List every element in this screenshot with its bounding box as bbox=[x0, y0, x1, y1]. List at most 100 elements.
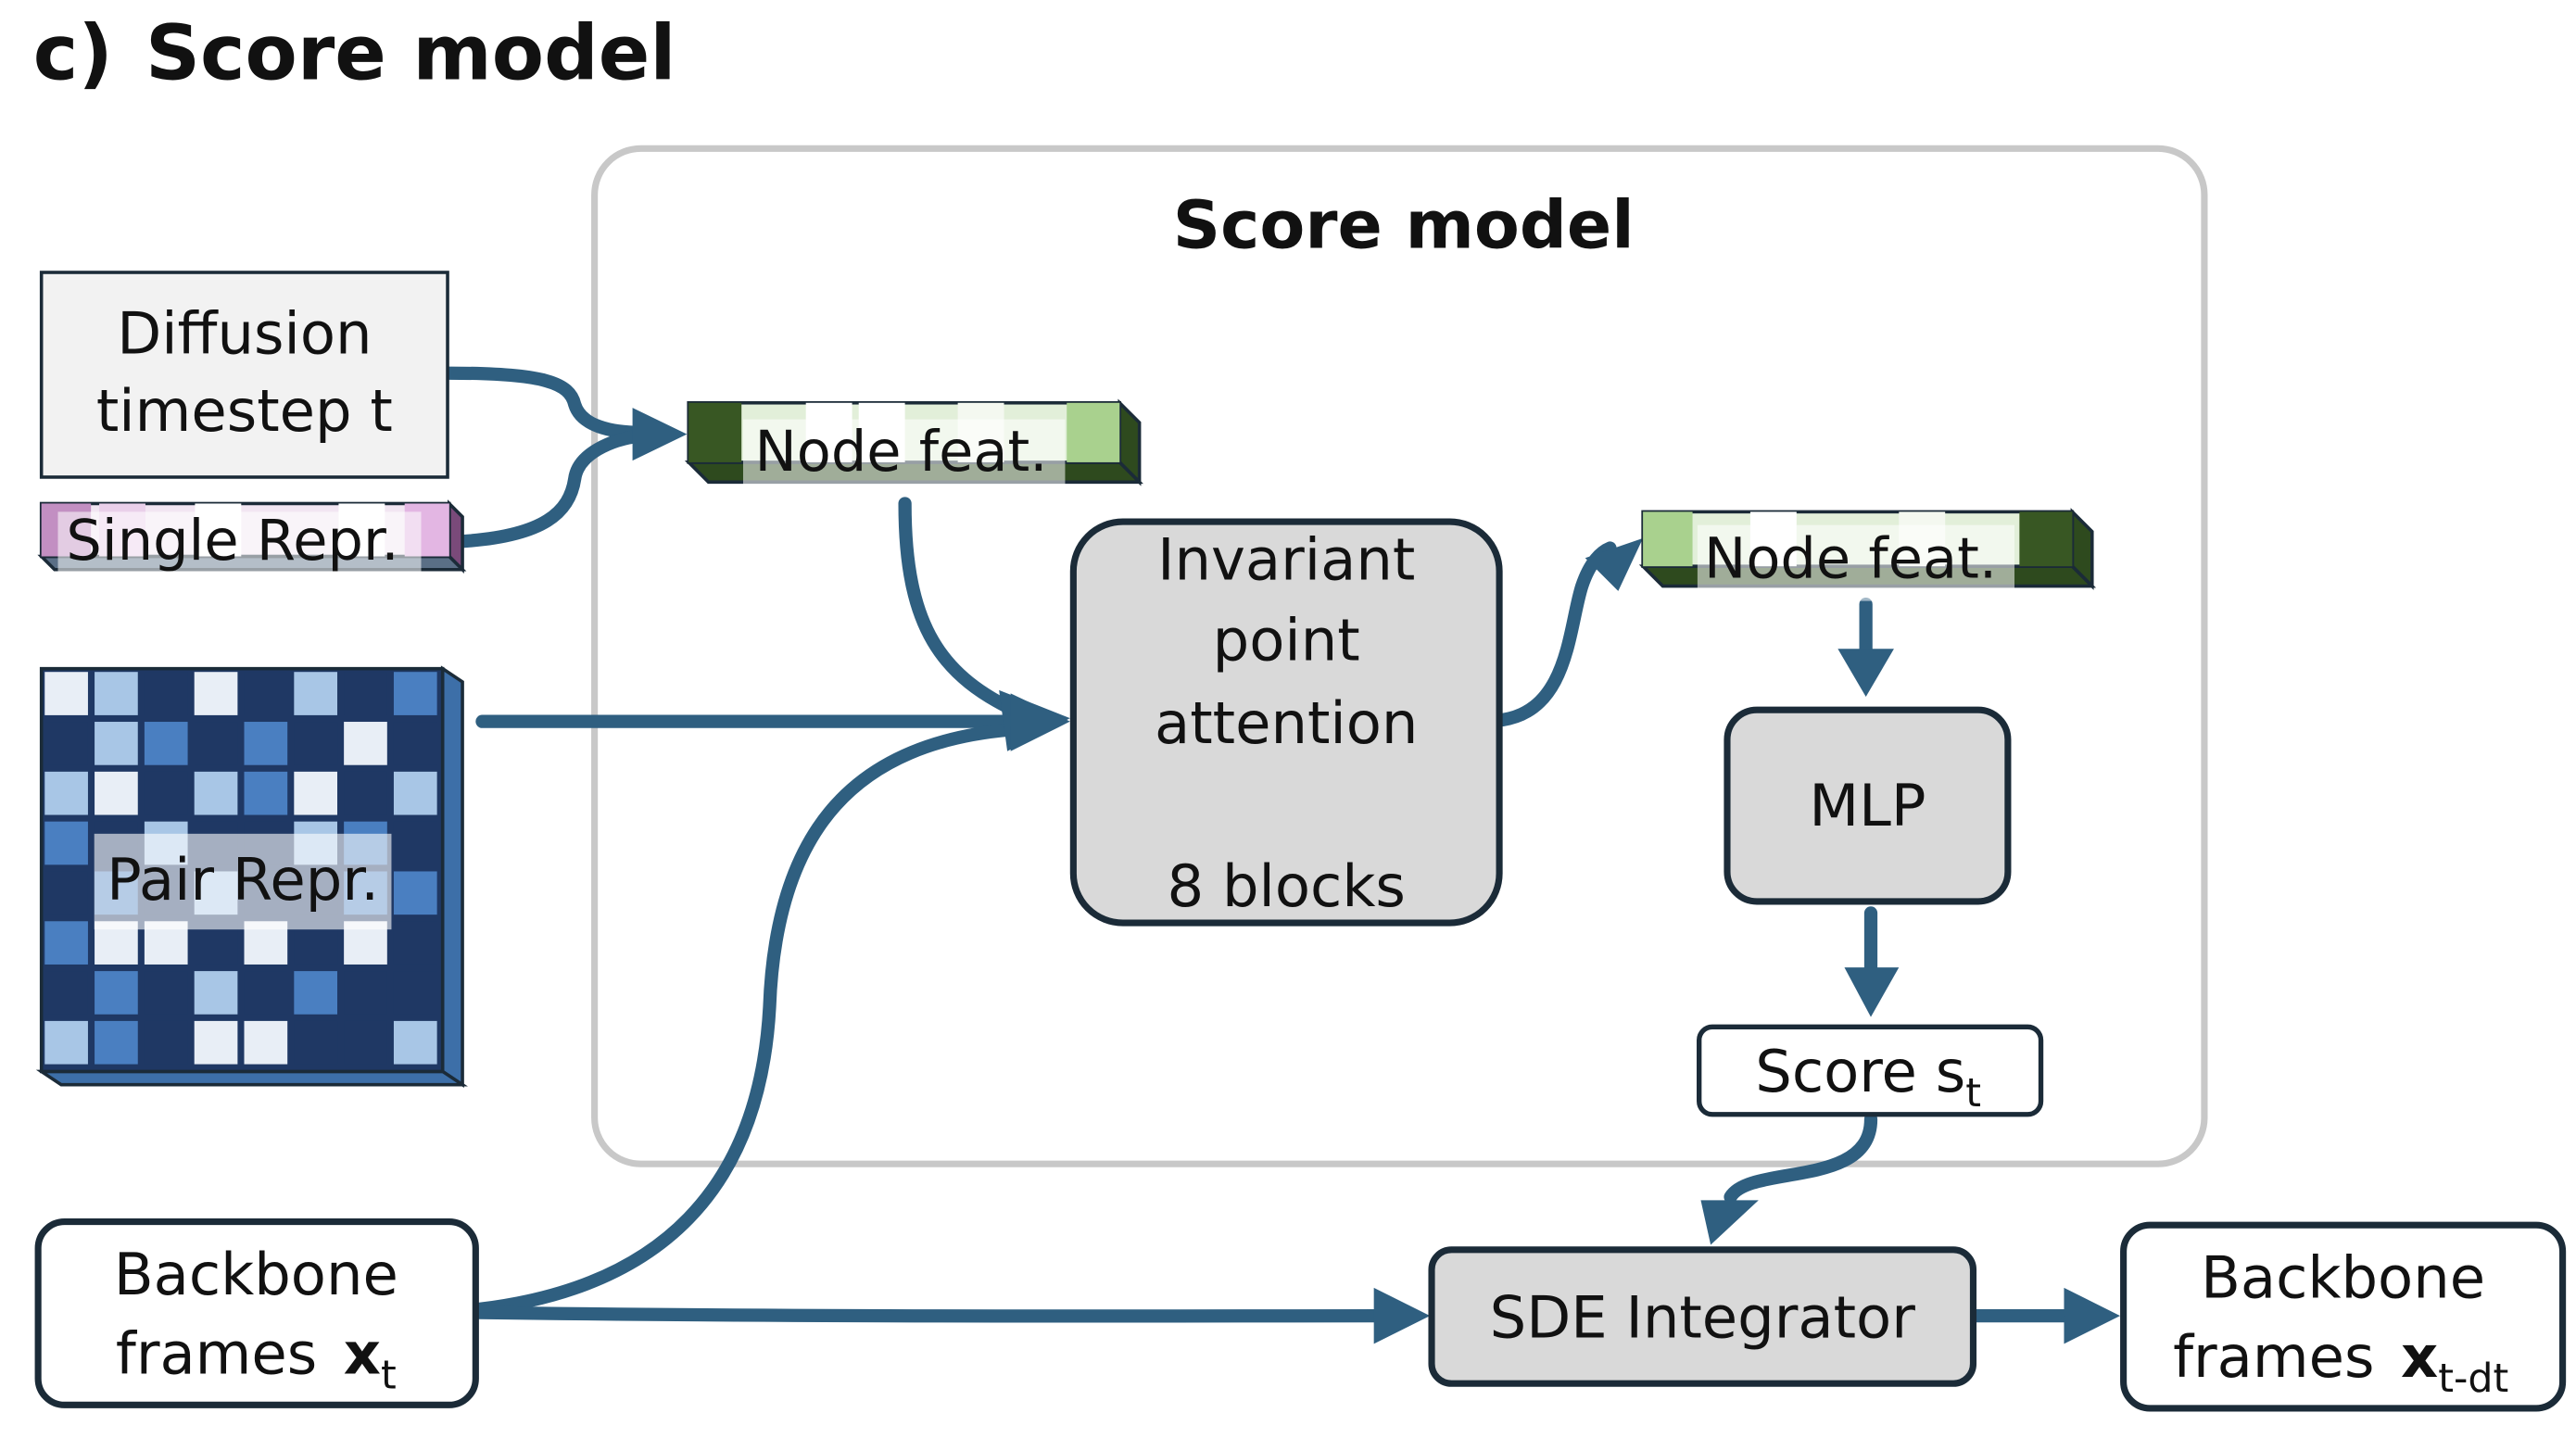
pair-repr-cell bbox=[393, 821, 437, 865]
pair-repr-cell bbox=[95, 971, 138, 1015]
pair-repr-cell bbox=[294, 971, 338, 1015]
backbone-in-line1: Backbone bbox=[114, 1241, 398, 1308]
pair-repr-cell bbox=[244, 971, 288, 1015]
panel-letter: c) bbox=[33, 10, 113, 98]
panel-title: Score model bbox=[145, 10, 676, 98]
backbone-out-line1: Backbone bbox=[2201, 1244, 2485, 1312]
pair-repr-cell bbox=[194, 971, 238, 1015]
pair-repr-cell bbox=[294, 1020, 338, 1065]
pair-repr-cell bbox=[44, 821, 88, 865]
arrowhead-to-score bbox=[1844, 967, 1900, 1017]
ipa-blocks: 8 blocks bbox=[1167, 852, 1405, 920]
pair-repr-cell bbox=[44, 672, 88, 715]
pair-repr-cell bbox=[393, 971, 437, 1015]
ipa-line1: Invariant bbox=[1157, 525, 1415, 593]
score-prefix: Score s bbox=[1755, 1038, 1965, 1105]
pair-repr-cell bbox=[95, 1020, 138, 1065]
arrow-single-to-nodefeat bbox=[452, 429, 648, 549]
arrowhead-to-mlp bbox=[1837, 649, 1894, 697]
pair-repr-cell bbox=[95, 722, 138, 765]
pair-repr-cell bbox=[194, 771, 238, 815]
pair-repr-cell bbox=[144, 672, 188, 715]
pair-repr-cell bbox=[194, 722, 238, 765]
pair-repr-label: Pair Repr. bbox=[107, 846, 379, 914]
arrowhead-to-nodefeat-out bbox=[1585, 537, 1644, 591]
pair-repr-cell bbox=[244, 1020, 288, 1065]
pair-repr-cell bbox=[294, 672, 338, 715]
node-feat-in-strip: Node feat. bbox=[684, 398, 1143, 492]
pair-repr-cell bbox=[44, 722, 88, 765]
pair-repr-cell bbox=[393, 921, 437, 965]
pair-repr-cell bbox=[244, 672, 288, 715]
mlp-label: MLP bbox=[1809, 772, 1926, 839]
arrowhead-to-nodefeat bbox=[632, 408, 688, 461]
single-repr-strip: Single Repr. bbox=[37, 499, 467, 588]
pair-repr-cell bbox=[44, 771, 88, 815]
pair-repr-cell bbox=[344, 722, 387, 765]
backbone-out-symbol: x bbox=[2401, 1323, 2438, 1391]
arrowhead-to-sde bbox=[1700, 1200, 1759, 1245]
score-box: Score st bbox=[1697, 1024, 2044, 1117]
score-subscript: t bbox=[1965, 1070, 1981, 1116]
pair-repr-cell bbox=[344, 771, 387, 815]
ipa-box: Invariant point attention 8 blocks bbox=[1069, 518, 1503, 927]
backbone-out-subscript: t-dt bbox=[2438, 1356, 2508, 1402]
pair-repr-cell bbox=[344, 1020, 387, 1065]
backbone-in-subscript: t bbox=[381, 1353, 397, 1399]
pair-repr-cell bbox=[44, 1020, 88, 1065]
backbone-in-prefix: frames bbox=[116, 1320, 317, 1388]
arrow-backbone-to-ipa bbox=[472, 723, 1017, 1317]
pair-repr-cell bbox=[393, 1020, 437, 1065]
arrow-nodefeat-to-ipa bbox=[898, 497, 1028, 720]
pair-repr-cell bbox=[144, 971, 188, 1015]
pair-repr-cell bbox=[244, 722, 288, 765]
arrowhead-to-ipa-left bbox=[1010, 693, 1070, 751]
pair-repr-cell bbox=[393, 672, 437, 715]
pair-repr-cell bbox=[44, 921, 88, 965]
arrowhead-to-sde-left bbox=[1373, 1287, 1431, 1344]
score-label: Score st bbox=[1755, 1038, 1981, 1116]
sde-label: SDE Integrator bbox=[1490, 1283, 1916, 1351]
pair-repr-cell bbox=[393, 871, 437, 915]
pair-repr-cell bbox=[44, 871, 88, 915]
pair-repr-cell bbox=[393, 771, 437, 815]
pair-repr-cell bbox=[344, 971, 387, 1015]
score-model-title: Score model bbox=[1173, 186, 1635, 263]
mlp-box: MLP bbox=[1724, 706, 2012, 905]
pair-repr-cell bbox=[95, 672, 138, 715]
backbone-out-prefix: frames bbox=[2173, 1323, 2374, 1391]
pair-repr-cell bbox=[44, 971, 88, 1015]
arrow-score-to-sde bbox=[1724, 1112, 1878, 1204]
diffusion-timestep-line2: timestep t bbox=[96, 377, 393, 445]
pair-repr-cell bbox=[144, 1020, 188, 1065]
node-feat-out-strip: Node feat. bbox=[1638, 508, 2097, 601]
sde-integrator-box: SDE Integrator bbox=[1428, 1246, 1977, 1387]
backbone-in-symbol: x bbox=[344, 1320, 381, 1388]
ipa-line3: attention bbox=[1155, 689, 1418, 757]
pair-repr-cell bbox=[144, 771, 188, 815]
pair-repr-cell bbox=[294, 771, 338, 815]
pair-repr-cell bbox=[144, 722, 188, 765]
pair-repr-cell bbox=[95, 771, 138, 815]
diffusion-timestep-box: Diffusion timestep t bbox=[39, 271, 449, 479]
node-feat-out-label: Node feat. bbox=[1704, 527, 1997, 592]
pair-repr-cell bbox=[393, 722, 437, 765]
pair-repr-cell bbox=[344, 672, 387, 715]
pair-repr-cell bbox=[194, 1020, 238, 1065]
pair-repr-cell bbox=[294, 722, 338, 765]
node-feat-in-label: Node feat. bbox=[754, 420, 1047, 485]
diffusion-timestep-line1: Diffusion bbox=[117, 299, 372, 367]
arrows bbox=[442, 366, 2121, 1344]
arrowhead-to-backbone-out bbox=[2064, 1287, 2121, 1344]
pair-repr-cell bbox=[194, 672, 238, 715]
single-repr-label: Single Repr. bbox=[66, 509, 398, 574]
pair-repr-grid: Pair Repr. bbox=[35, 665, 468, 1089]
arrow-backbone-to-sde bbox=[472, 1306, 1386, 1323]
pair-repr-cell bbox=[244, 771, 288, 815]
arrow-timestep-to-nodefeat bbox=[442, 366, 648, 439]
